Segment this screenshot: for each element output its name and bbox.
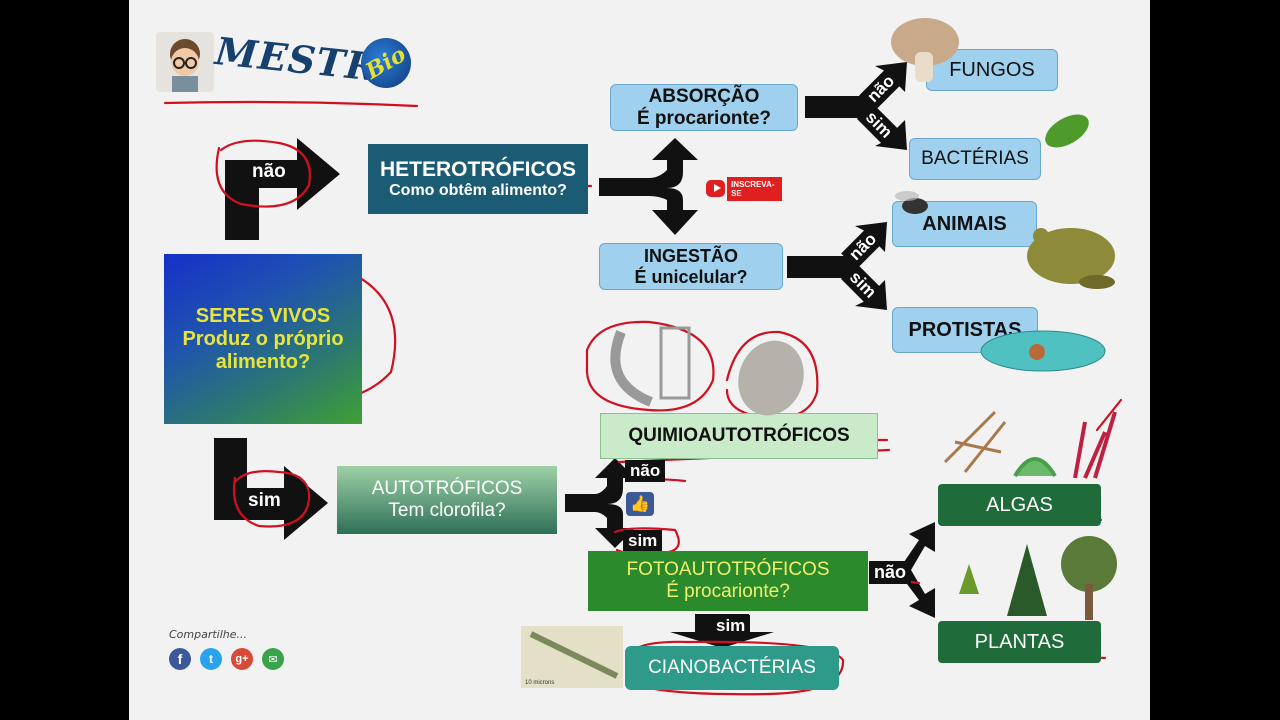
avatar-icon [170,39,200,92]
youtube-label: INSCREVA-SE [727,176,782,201]
circle-nao-root [215,139,311,208]
hetero-title: HETEROTRÓFICOS [379,157,576,181]
youtube-play-icon [706,180,726,197]
label-sim-root: sim [243,489,286,513]
label-sim-ciano: sim [711,615,751,637]
label-nao-quimio: não [625,460,666,482]
thumbs-up-icon[interactable]: 👍 [626,492,654,516]
frog-icon [1027,228,1115,289]
cell-icon [738,340,804,416]
trees-icon [959,536,1117,620]
root-line3: alimento? [215,350,311,373]
logo-badge: Bio [361,38,411,88]
logo-avatar [156,32,214,92]
protistas-label: PROTISTAS [908,318,1022,341]
hetero-node: HETEROTRÓFICOS Como obtêm alimento? [368,144,588,214]
arrow-fork-hetero [599,138,698,235]
label-sim-foto: sim [623,530,663,552]
share-label: Compartilhe... [169,628,248,641]
circle-sim-root [233,470,311,528]
circle-ciano [625,640,845,696]
google-plus-icon[interactable]: g+ [231,648,253,670]
animais-label: ANIMAIS [922,212,1007,235]
ciano-label: CIANOBACTÉRIAS [648,657,816,679]
plantas-label: PLANTAS [974,630,1065,653]
absorcao-title: ABSORÇÃO [648,85,760,107]
paramecium-icon [980,330,1106,372]
ingestao-question: É unicelular? [634,266,748,287]
root-node: SERES VIVOS Produz o próprio alimento? [164,254,362,424]
algas-node: ALGAS [938,484,1101,526]
mushroom-icon [891,18,959,82]
twitter-icon[interactable]: t [200,648,222,670]
filament-icon [529,631,619,679]
line-algas-img [1095,398,1123,432]
sulfur-bacteria-icon [610,326,691,407]
root-line2: Produz o próprio [182,327,344,350]
ciano-micro-image: 10 microns [521,626,623,688]
circle-quimio-img1 [585,320,715,412]
facebook-icon[interactable]: f [169,648,191,670]
absorcao-node: ABSORÇÃO É procarionte? [610,84,798,131]
share-bar: f t g+ ✉ [169,648,284,670]
algas-label: ALGAS [986,493,1053,516]
root-line1: SERES VIVOS [195,304,331,327]
arrow-nao-root [225,138,340,240]
slide: MESTRE Bio SERES VIVOS Produz o próprio … [129,0,1150,720]
quimio-title: QUIMIOAUTOTRÓFICOS [628,425,850,447]
foto-question: É procarionte? [666,581,790,602]
protistas-node: PROTISTAS [892,307,1038,353]
label-nao-foto: não [869,561,912,584]
email-icon[interactable]: ✉ [262,648,284,670]
auto-question: Tem clorofila? [388,500,506,521]
fungos-label: FUNGOS [949,58,1035,81]
ciano-node: CIANOBACTÉRIAS [625,646,839,690]
ingestao-title: INGESTÃO [643,245,738,266]
bacteria-icon [1045,114,1089,148]
micro-label: 10 microns [525,680,555,686]
underline-logo [163,100,419,108]
label-nao-root: não [247,160,291,184]
foto-title: FOTOAUTOTRÓFICOS [626,559,830,581]
quimio-node: QUIMIOAUTOTRÓFICOS [600,413,878,459]
bacterias-label: BACTÉRIAS [921,148,1029,170]
hetero-question: Como obtêm alimento? [389,181,567,199]
auto-node: AUTOTRÓFICOS Tem clorofila? [337,466,557,534]
logo-badge-text: Bio [361,41,411,85]
bacterias-node: BACTÉRIAS [909,138,1041,180]
plantas-node: PLANTAS [938,621,1101,663]
ingestao-node: INGESTÃO É unicelular? [599,243,783,290]
absorcao-question: É procarionte? [636,107,772,129]
arrow-fork-auto [565,458,635,548]
fly-icon [895,191,928,214]
seaweed-icon [943,410,1117,479]
auto-title: AUTOTRÓFICOS [371,478,523,500]
youtube-subscribe-button[interactable]: INSCREVA-SE [706,176,782,201]
foto-node: FOTOAUTOTRÓFICOS É procarionte? [588,551,868,611]
